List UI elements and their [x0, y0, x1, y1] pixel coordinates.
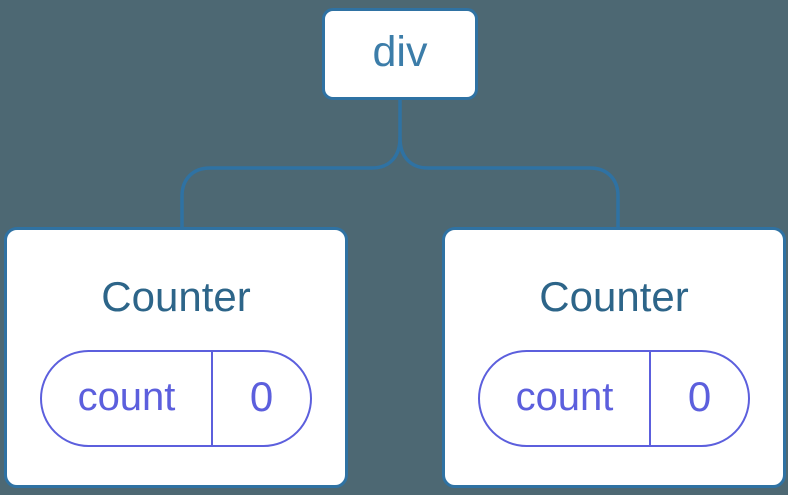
- state-key-label: count: [515, 374, 614, 419]
- state-key-cell: count: [480, 352, 651, 445]
- state-pill: count 0: [40, 350, 312, 447]
- state-value-cell: 0: [213, 352, 310, 445]
- connector-left-branch: [180, 96, 402, 234]
- connector-right-branch: [398, 136, 620, 234]
- state-value-cell: 0: [651, 352, 748, 445]
- root-node-div: div: [322, 8, 478, 100]
- component-node-counter-right: Counter count 0: [442, 227, 786, 488]
- component-title: Counter: [539, 273, 689, 320]
- state-key-label: count: [77, 374, 176, 419]
- state-value-label: 0: [249, 372, 274, 420]
- state-value-label: 0: [687, 372, 712, 420]
- state-pill: count 0: [478, 350, 750, 447]
- component-node-counter-left: Counter count 0: [4, 227, 348, 488]
- state-key-cell: count: [42, 352, 213, 445]
- component-title: Counter: [101, 273, 251, 320]
- root-node-label: div: [372, 27, 428, 76]
